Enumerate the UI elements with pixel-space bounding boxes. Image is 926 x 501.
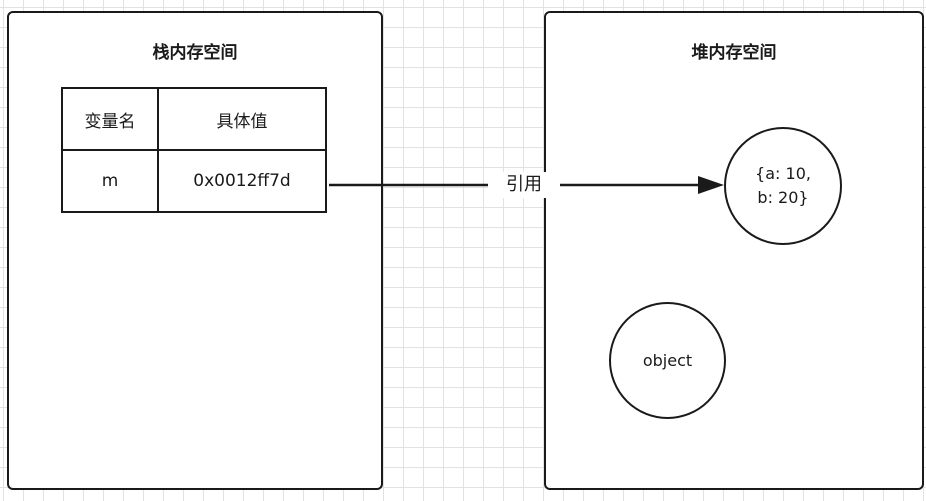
heap-object-label: object xyxy=(642,350,693,370)
heap-memory-panel: 堆内存空间 xyxy=(544,11,924,490)
stack-memory-panel: 栈内存空间 变量名 具体值 m 0x0012ff7d xyxy=(7,11,383,490)
variable-table: 变量名 具体值 m 0x0012ff7d xyxy=(61,87,327,213)
cell-address-value: 0x0012ff7d xyxy=(157,149,327,213)
heap-object-value-text: {a: 10, b: 20} xyxy=(755,162,811,210)
heap-object-value-line2: b: 20} xyxy=(757,188,809,207)
heap-object-value-circle: {a: 10, b: 20} xyxy=(724,127,842,245)
reference-label: 引用 xyxy=(488,172,560,198)
cell-variable-name: m xyxy=(61,149,159,213)
heap-panel-title: 堆内存空间 xyxy=(691,43,777,63)
stack-panel-title: 栈内存空间 xyxy=(152,43,238,63)
table-row: m 0x0012ff7d xyxy=(61,149,327,213)
heap-object-value-line1: {a: 10, xyxy=(755,164,811,183)
header-value: 具体值 xyxy=(157,87,327,151)
table-header-row: 变量名 具体值 xyxy=(61,87,327,151)
heap-object-circle: object xyxy=(609,302,726,419)
header-variable-name: 变量名 xyxy=(61,87,159,151)
